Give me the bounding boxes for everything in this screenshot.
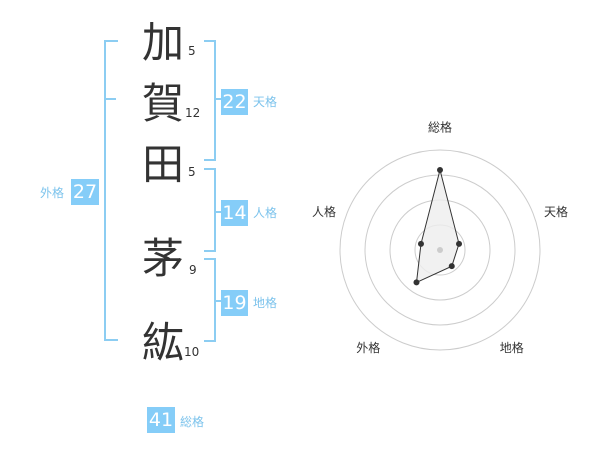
- jinkaku-bracket: [204, 168, 216, 252]
- radar-axis-label-1: 総格: [428, 120, 452, 135]
- tenkaku-label: 天格: [253, 95, 278, 109]
- jinkaku-label: 人格: [253, 206, 278, 220]
- radar-axis-label-5: 人格: [312, 204, 336, 219]
- gaikaku-label: 外格: [40, 186, 65, 200]
- name-char-5: 紘: [141, 318, 184, 367]
- radar-area: [415, 169, 460, 284]
- radar-axis-label-2: 天格: [544, 204, 568, 219]
- jinkaku-score-badge: 14: [221, 200, 248, 226]
- radar-grid-ring: [339, 149, 541, 351]
- radar-center-dot: [437, 247, 443, 253]
- stroke-count-3: 5: [188, 165, 196, 179]
- radar-axis-label-3: 地格: [500, 340, 524, 355]
- chikaku-bracket-tick: [214, 300, 222, 302]
- stroke-count-4: 9: [189, 263, 197, 277]
- chikaku-score-badge: 19: [221, 290, 248, 316]
- radar-point-2: [456, 240, 463, 247]
- tenkaku-score-badge: 22: [221, 89, 248, 115]
- radar-point-5: [417, 240, 424, 247]
- jinkaku-bracket-tick: [214, 211, 222, 213]
- soukaku-score-badge: 41: [147, 407, 175, 433]
- stroke-count-2: 12: [185, 106, 201, 120]
- gaikaku-bracket-tick: [104, 98, 116, 100]
- stroke-count-5: 10: [184, 345, 200, 359]
- radar-point-1: [437, 167, 443, 173]
- gaikaku-score-badge: 27: [71, 179, 99, 205]
- radar-axis-label-4: 外格: [356, 340, 380, 355]
- name-char-2: 賀: [141, 79, 184, 128]
- soukaku-label: 総格: [180, 415, 205, 429]
- name-char-4: 茅: [141, 234, 184, 283]
- gaikaku-bracket: [104, 40, 118, 341]
- radar-point-3: [448, 263, 455, 270]
- tenkaku-bracket-tick: [214, 98, 222, 100]
- chikaku-label: 地格: [253, 296, 278, 310]
- name-char-1: 加: [141, 18, 184, 67]
- stroke-count-1: 5: [188, 44, 196, 58]
- name-char-3: 田: [141, 140, 184, 189]
- radar-point-4: [413, 279, 420, 286]
- tenkaku-bracket: [204, 40, 216, 161]
